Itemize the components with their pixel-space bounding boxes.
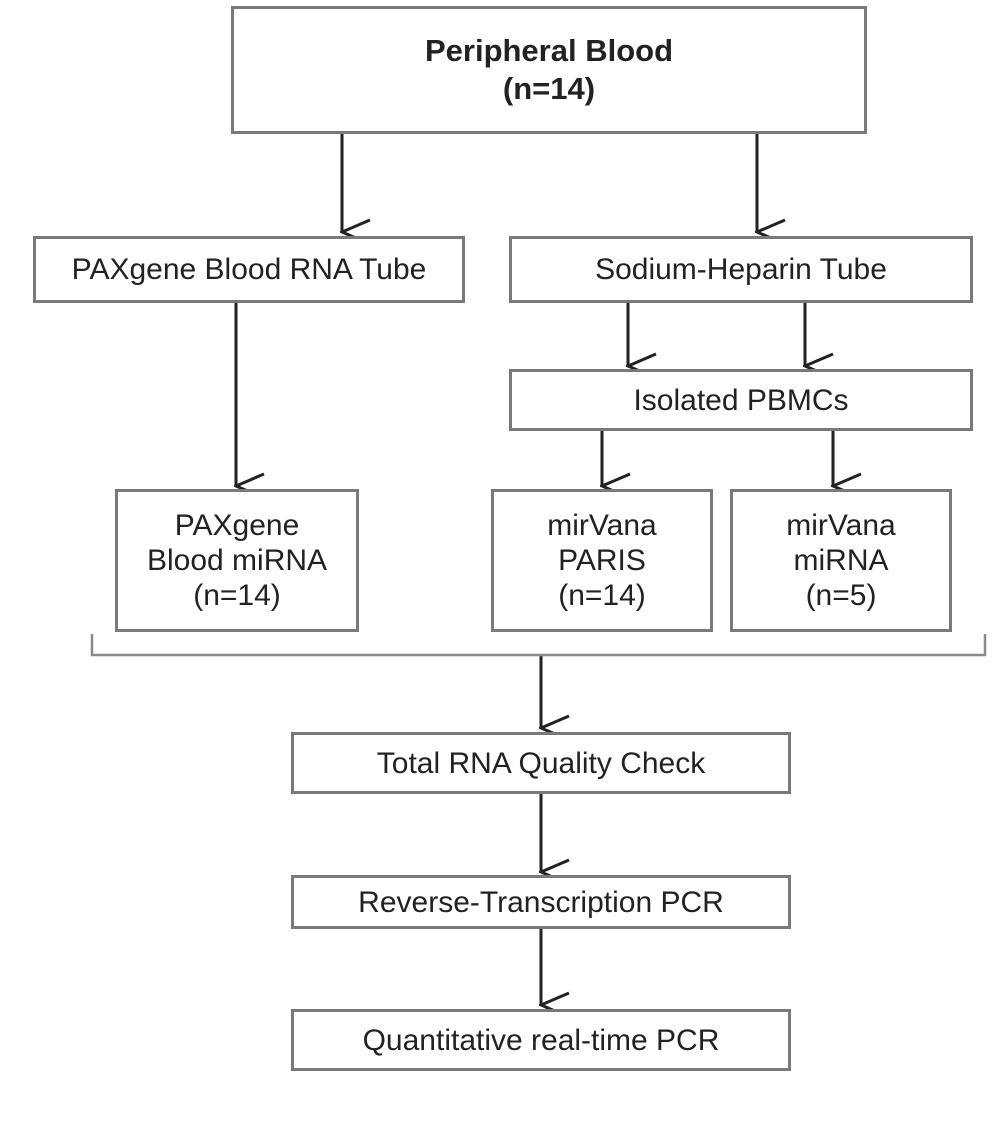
mirvana-kit-box: mirVana miRNA (n=5): [730, 489, 952, 632]
qpcr-box: Quantitative real-time PCR: [291, 1009, 791, 1071]
quality-check-box: Total RNA Quality Check: [291, 732, 791, 794]
peripheral-blood-title: Peripheral Blood: [424, 33, 674, 68]
paxgene-kit-box: PAXgene Blood miRNA (n=14): [115, 489, 359, 632]
peripheral-blood-count: (n=14): [502, 71, 596, 106]
rt-pcr-box: Reverse-Transcription PCR: [291, 875, 791, 929]
paris-kit-count: (n=14): [558, 579, 646, 612]
pbmcs-box: Isolated PBMCs: [509, 369, 973, 431]
paris-kit-box: mirVana PARIS (n=14): [491, 489, 713, 632]
paxgene-kit-count: (n=14): [193, 579, 281, 612]
paxgene-kit-line1: PAXgene: [174, 509, 300, 542]
qpcr-label: Quantitative real-time PCR: [362, 1023, 720, 1057]
mirvana-kit-count: (n=5): [805, 579, 877, 612]
paris-kit-line2: PARIS: [558, 544, 646, 577]
mirvana-kit-line1: mirVana: [786, 509, 896, 542]
mirvana-kit-line2: miRNA: [793, 544, 889, 577]
paxgene-tube-box: PAXgene Blood RNA Tube: [33, 236, 465, 303]
merge-bracket: [90, 634, 987, 657]
heparin-tube-label: Sodium-Heparin Tube: [595, 253, 887, 286]
paris-kit-line1: mirVana: [547, 509, 657, 542]
paxgene-tube-label: PAXgene Blood RNA Tube: [71, 253, 427, 286]
rt-pcr-label: Reverse-Transcription PCR: [358, 885, 724, 919]
heparin-tube-box: Sodium-Heparin Tube: [509, 236, 973, 303]
paxgene-kit-line2: Blood miRNA: [146, 544, 328, 577]
pbmcs-label: Isolated PBMCs: [633, 383, 849, 417]
quality-check-label: Total RNA Quality Check: [376, 746, 706, 780]
peripheral-blood-box: Peripheral Blood (n=14): [231, 6, 867, 134]
